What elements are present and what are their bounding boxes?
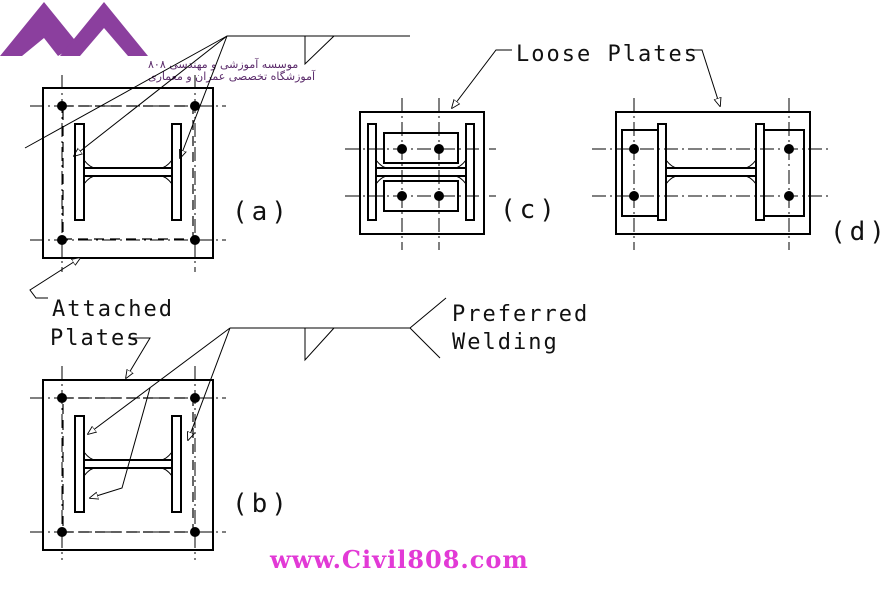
label-loose-plates: Loose Plates [516, 42, 699, 67]
base-plate-c [359, 111, 485, 235]
label-d: (d) [830, 217, 889, 247]
loose-plate-d-left [621, 129, 659, 217]
weld-symbol-middle: Preferred Welding [88, 297, 589, 498]
label-welding: Welding [452, 330, 559, 355]
loose-plate-d-right [763, 129, 805, 217]
loose-plate-c-top [383, 132, 459, 164]
label-attached: Attached [52, 297, 174, 322]
label-c: (c) [500, 195, 559, 225]
base-plate-a [42, 87, 214, 259]
figure-b: (b) [30, 366, 291, 560]
figure-a: (a) [30, 75, 291, 272]
website-watermark: www.Civil808.com [269, 545, 529, 574]
loose-plate-c-bottom [383, 180, 459, 212]
figure-d: (d) [592, 98, 889, 250]
base-plate-d [615, 111, 811, 235]
base-plate-b [42, 379, 214, 551]
label-preferred: Preferred [452, 302, 589, 327]
logo-line-1: موسسه آموزشی و مهندسی ۸۰۸ [148, 57, 298, 71]
logo: موسسه آموزشی و مهندسی ۸۰۸ آموزشگاه تخصصی… [0, 2, 316, 83]
logo-line-2: آموزشگاه تخصصی عمران و معماری [148, 69, 316, 83]
logo-mark-right [60, 2, 148, 56]
label-a: (a) [232, 197, 291, 227]
loose-plates-callout: Loose Plates [452, 42, 720, 108]
attached-plates-callout: Attached Plates [29, 258, 174, 378]
label-plates: Plates [50, 326, 141, 351]
label-b: (b) [232, 489, 291, 519]
weld-symbol-top [24, 35, 410, 158]
figure-c: (c) [345, 98, 559, 250]
logo-mark-left [0, 2, 78, 56]
